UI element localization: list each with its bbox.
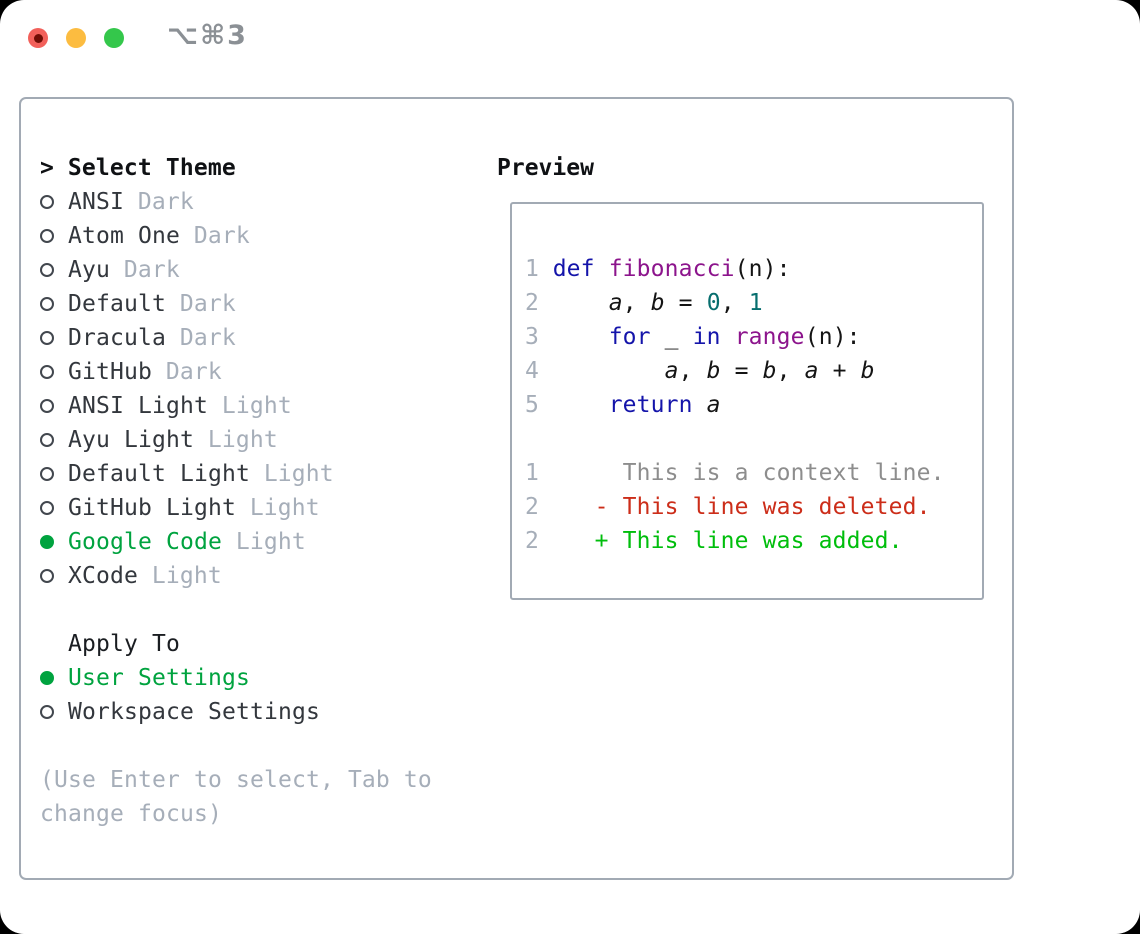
line-number: 5 xyxy=(525,392,539,418)
radio-selected-icon xyxy=(40,535,54,549)
line-number: 2 xyxy=(525,494,539,520)
close-button[interactable] xyxy=(28,28,48,48)
radio-icon xyxy=(40,297,54,311)
radio-icon xyxy=(40,365,54,379)
select-theme-label: Select Theme xyxy=(67,155,236,181)
help-text: (Use Enter to select, Tab to change focu… xyxy=(40,767,432,827)
line-number: 3 xyxy=(525,324,539,350)
apply-to-label: Apply To xyxy=(68,631,180,657)
radio-icon xyxy=(40,569,54,583)
radio-icon xyxy=(40,195,54,209)
line-number: 4 xyxy=(525,358,539,384)
radio-icon xyxy=(40,467,54,481)
spacer xyxy=(40,729,442,763)
code-line: 2 - This line was deleted. xyxy=(525,490,982,524)
spacer xyxy=(40,593,442,627)
select-theme-header: > Select Theme xyxy=(40,151,442,185)
line-number: 2 xyxy=(525,290,539,316)
minimize-button[interactable] xyxy=(66,28,86,48)
radio-icon xyxy=(40,433,54,447)
radio-icon xyxy=(40,705,54,719)
radio-icon xyxy=(40,501,54,515)
radio-icon xyxy=(40,331,54,345)
code-line: 3 for _ in range(n): xyxy=(525,320,982,354)
prompt-caret-icon: > xyxy=(40,155,54,181)
line-number: 1 xyxy=(525,460,539,486)
code-line: 2 a, b = 0, 1 xyxy=(525,286,982,320)
code-line: 1 This is a context line. xyxy=(525,456,982,490)
code-line xyxy=(525,422,982,456)
window-title: ⌥⌘3 xyxy=(167,20,248,51)
code-line: 4 a, b = b, a + b xyxy=(525,354,982,388)
preview-header: Preview xyxy=(497,155,594,181)
line-number: 2 xyxy=(525,528,539,554)
zoom-button[interactable] xyxy=(104,28,124,48)
radio-icon xyxy=(40,263,54,277)
radio-selected-icon xyxy=(40,671,54,685)
code-line: 5 return a xyxy=(525,388,982,422)
apply-option-user-settings[interactable]: User Settings xyxy=(40,661,442,695)
line-number: 1 xyxy=(525,256,539,282)
radio-icon xyxy=(40,229,54,243)
radio-icon xyxy=(40,399,54,413)
close-button-dot xyxy=(33,33,43,43)
apply-to-header: Apply To xyxy=(40,627,442,661)
code-line: 2 + This line was added. xyxy=(525,524,982,558)
apply-option-workspace-settings[interactable]: Workspace Settings xyxy=(40,695,442,729)
